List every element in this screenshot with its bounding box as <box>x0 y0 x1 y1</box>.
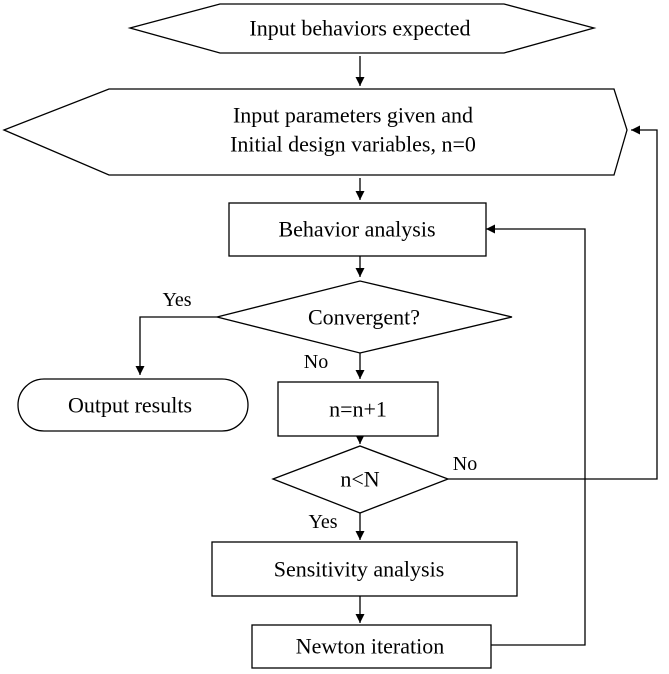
convergent-diamond <box>216 280 513 354</box>
sensitivity-analysis-label: Sensitivity analysis <box>274 557 445 582</box>
input-behaviors-label: Input behaviors expected <box>249 16 470 41</box>
node-sensitivity-analysis: Sensitivity analysis <box>211 541 518 597</box>
edge-labels: Yes No No Yes <box>162 289 477 533</box>
sensitivity-analysis-box <box>211 541 518 597</box>
input-parameters-hexagon <box>2 88 628 176</box>
n-less-than-n-label: n<N <box>340 467 379 492</box>
input-behaviors-hexagon <box>127 3 597 54</box>
newton-iteration-box <box>251 624 492 669</box>
increment-box <box>277 381 439 437</box>
n-less-than-n-diamond <box>271 445 450 514</box>
edge-n-less-no-loop-to-input-parameters <box>448 125 658 480</box>
node-newton-iteration: Newton iteration <box>251 624 492 669</box>
node-increment: n=n+1 <box>277 381 439 437</box>
increment-label: n=n+1 <box>329 397 387 422</box>
node-input-behaviors: Input behaviors expected <box>127 3 597 54</box>
node-output-results: Output results <box>17 378 249 432</box>
convergent-label: Convergent? <box>308 305 420 330</box>
convergent-yes-label: Yes <box>162 289 191 311</box>
newton-iteration-label: Newton iteration <box>296 634 444 659</box>
behavior-analysis-box <box>228 202 487 257</box>
node-n-less-than-n: n<N <box>271 445 450 514</box>
input-parameters-label-line2: Initial design variables, n=0 <box>230 132 476 157</box>
edge-newton-loop-to-behavior-analysis <box>486 224 586 646</box>
n-less-no-label: No <box>453 453 477 475</box>
node-behavior-analysis: Behavior analysis <box>228 202 487 257</box>
n-less-yes-label: Yes <box>308 511 337 533</box>
node-input-parameters: Input parameters given and Initial desig… <box>2 88 628 176</box>
node-convergent: Convergent? <box>216 280 513 354</box>
edge-convergent-yes-to-output-results <box>135 316 217 375</box>
output-results-stadium <box>17 378 249 432</box>
convergent-no-label: No <box>304 351 328 373</box>
edges <box>135 56 658 646</box>
output-results-label: Output results <box>68 393 192 418</box>
input-parameters-label-line1: Input parameters given and <box>233 103 473 128</box>
behavior-analysis-label: Behavior analysis <box>278 217 435 242</box>
